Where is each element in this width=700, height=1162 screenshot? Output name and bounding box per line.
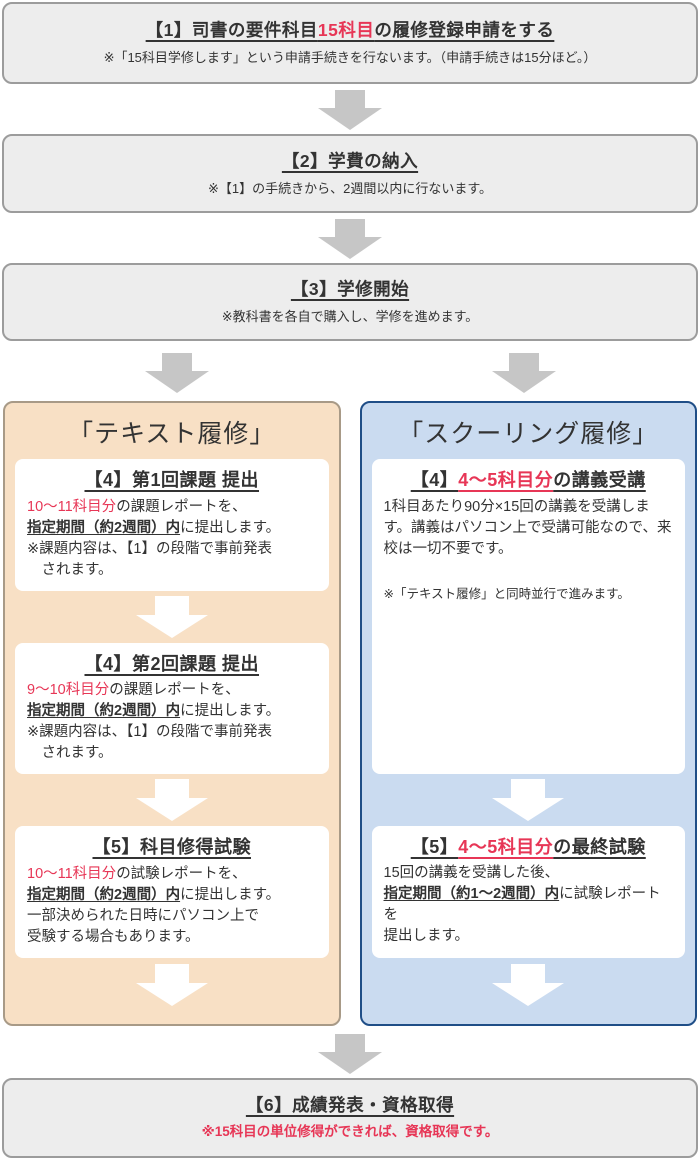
step1-title: 【1】司書の要件科目15科目の履修登録申請をする: [145, 20, 555, 41]
lectures-note: ※「テキスト履修」と同時並行で進みます。: [383, 586, 630, 601]
step1-box: 【1】司書の要件科目15科目の履修登録申請をする ※「15科目学修します」という…: [2, 2, 698, 84]
step6-note: ※15科目の単位修得ができれば、資格取得です。: [201, 1124, 499, 1140]
down-arrow-icon: [335, 1033, 365, 1052]
final-exam-body: 15回の講義を受講した後、指定期間（約1～2週間）内に試験レポートを提出します。: [383, 865, 661, 945]
lectures-title: 【4】4～5科目分の講義受講: [410, 470, 646, 490]
lectures-to-final-exam-arrow: [372, 778, 686, 821]
arrow-to-schooling: [350, 353, 697, 393]
final-exam-title: 【5】4～5科目分の最終試験: [410, 836, 646, 857]
schooling-box-final-exam: 【5】4～5科目分の最終試験 15回の講義を受講した後、指定期間（約1～2週間）…: [371, 825, 685, 958]
arrow-to-text-course: [3, 353, 350, 393]
step2-note: ※【1】の手続きから、2週間以内に行ないます。: [207, 180, 493, 196]
schooling-header: 「スクーリング履修」: [398, 420, 659, 448]
schooling-exit-arrow: [372, 963, 686, 1006]
step1-to-step2-arrow: [0, 90, 700, 130]
step6-box: 【6】成績発表・資格取得 ※15科目の単位修得ができれば、資格取得です。: [2, 1077, 698, 1158]
down-arrow-icon: [154, 595, 189, 615]
down-arrow-icon: [335, 219, 365, 237]
step3-title: 【3】学修開始: [290, 279, 410, 300]
down-arrow-icon: [335, 90, 365, 108]
columns-to-step6-arrow: [0, 1033, 700, 1074]
down-arrow-icon: [161, 353, 192, 371]
step1-note: ※「15科目学修します」という申請手続きを行ないます。（申請手続きは15分ほど。…: [103, 50, 597, 66]
assignment1-body: 10～11科目分の課題レポートを、指定期間（約2週間）内に提出します。※課題内容…: [27, 498, 281, 578]
step3-note: ※教科書を各自で購入し、学修を進めます。: [221, 309, 479, 325]
assignment2-title: 【4】第2回課題 提出: [84, 653, 260, 674]
assignment1-title: 【4】第1回課題 提出: [84, 470, 260, 490]
step3-to-columns-arrows: [3, 353, 697, 393]
text-course-exit-arrow: [15, 963, 329, 1006]
subject-exam-body: 10～11科目分の試験レポートを、指定期間（約2週間）内に提出します。一部決めら…: [27, 865, 281, 945]
text-course-column: 「テキスト履修」 【4】第1回課題 提出 10～11科目分の課題レポートを、指定…: [3, 401, 341, 1026]
step6-title: 【6】成績発表・資格取得: [245, 1094, 455, 1115]
assignment2-body: 9～10科目分の課題レポートを、指定期間（約2週間）内に提出します。※課題内容は…: [27, 682, 281, 762]
down-arrow-icon: [511, 963, 546, 983]
schooling-column: 「スクーリング履修」 【4】4～5科目分の講義受講 1科目あたり90分×15回の…: [359, 401, 697, 1026]
step2-box: 【2】学費の納入 ※【1】の手続きから、2週間以内に行ないます。: [2, 134, 698, 213]
assignment2-to-exam-arrow: [15, 779, 329, 821]
step3-box: 【3】学修開始 ※教科書を各自で購入し、学修を進めます。: [2, 263, 698, 341]
assignment1-to-assignment2-arrow: [15, 595, 329, 638]
text-course-box-exam: 【5】科目修得試験 10～11科目分の試験レポートを、指定期間（約2週間）内に提…: [15, 826, 329, 958]
text-course-box-assignment2: 【4】第2回課題 提出 9～10科目分の課題レポートを、指定期間（約2週間）内に…: [15, 642, 329, 775]
subject-exam-title: 【5】科目修得試験: [92, 837, 251, 858]
text-course-header: 「テキスト履修」: [68, 420, 276, 448]
step2-title: 【2】学費の納入: [281, 150, 419, 171]
text-course-box-assignment1: 【4】第1回課題 提出 10～11科目分の課題レポートを、指定期間（約2週間）内…: [15, 459, 329, 591]
down-arrow-icon: [511, 778, 546, 798]
course-columns: 「テキスト履修」 【4】第1回課題 提出 10～11科目分の課題レポートを、指定…: [3, 401, 697, 1026]
schooling-box-lectures: 【4】4～5科目分の講義受講 1科目あたり90分×15回の講義を受講します。講義…: [371, 459, 685, 774]
down-arrow-icon: [508, 353, 539, 371]
lectures-body: 1科目あたり90分×15回の講義を受講します。講義はパソコン上で受講可能なので、…: [383, 498, 672, 557]
down-arrow-icon: [154, 779, 189, 799]
down-arrow-icon: [154, 963, 189, 983]
step2-to-step3-arrow: [0, 219, 700, 259]
